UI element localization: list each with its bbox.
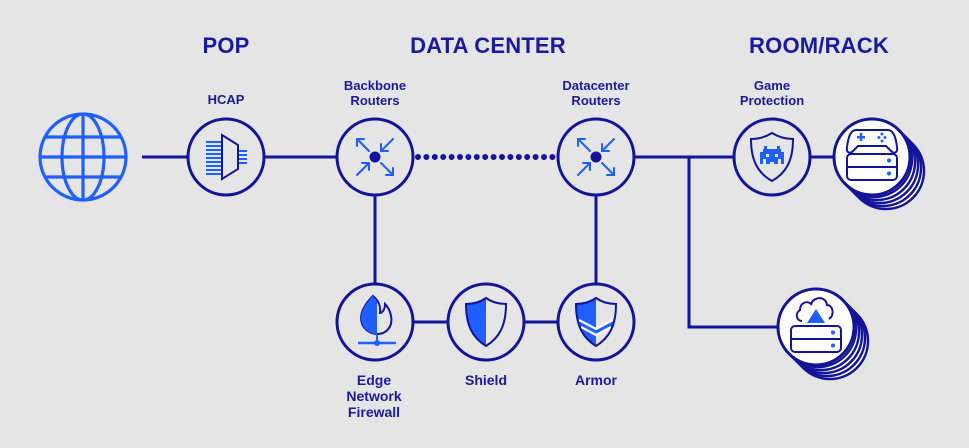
node-shield[interactable] [446, 282, 526, 362]
label-backbone-routers: Backbone Routers [343, 78, 407, 108]
label-hcap: HCAP [207, 92, 245, 107]
section-title-pop: POP [202, 33, 250, 58]
node-hcap[interactable] [186, 117, 266, 197]
section-title-room-rack: ROOM/RACK [749, 33, 889, 58]
node-cloud-servers[interactable] [776, 287, 870, 381]
node-datacenter-routers[interactable] [556, 117, 636, 197]
shield-invader-icon [749, 131, 795, 183]
router-icon [577, 138, 615, 176]
hcap-funnel-icon [206, 133, 247, 181]
server-icon [790, 325, 842, 353]
label-shield: Shield [464, 372, 508, 388]
gamepad-icon [845, 129, 899, 154]
cloud-upload-icon [795, 297, 834, 323]
node-game-servers[interactable] [832, 117, 926, 211]
node-armor[interactable] [556, 282, 636, 362]
server-icon [846, 153, 898, 181]
router-icon [356, 138, 394, 176]
label-armor: Armor [574, 372, 618, 388]
label-datacenter-routers: Datacenter Routers [562, 78, 630, 108]
chevron-shield-icon [574, 296, 618, 348]
node-edge-network-firewall[interactable] [335, 282, 415, 362]
label-edge-network-firewall: Edge Network Firewall [346, 372, 402, 420]
node-game-protection[interactable] [732, 117, 812, 197]
flame-network-icon [358, 294, 396, 346]
half-shield-icon [464, 296, 508, 348]
link-dcrouters-cloudservers [687, 157, 778, 329]
section-title-data-center: DATA CENTER [410, 33, 566, 58]
globe-icon [38, 112, 128, 202]
node-backbone-routers[interactable] [335, 117, 415, 197]
links [142, 154, 833, 329]
label-game-protection: Game Protection [739, 78, 805, 108]
